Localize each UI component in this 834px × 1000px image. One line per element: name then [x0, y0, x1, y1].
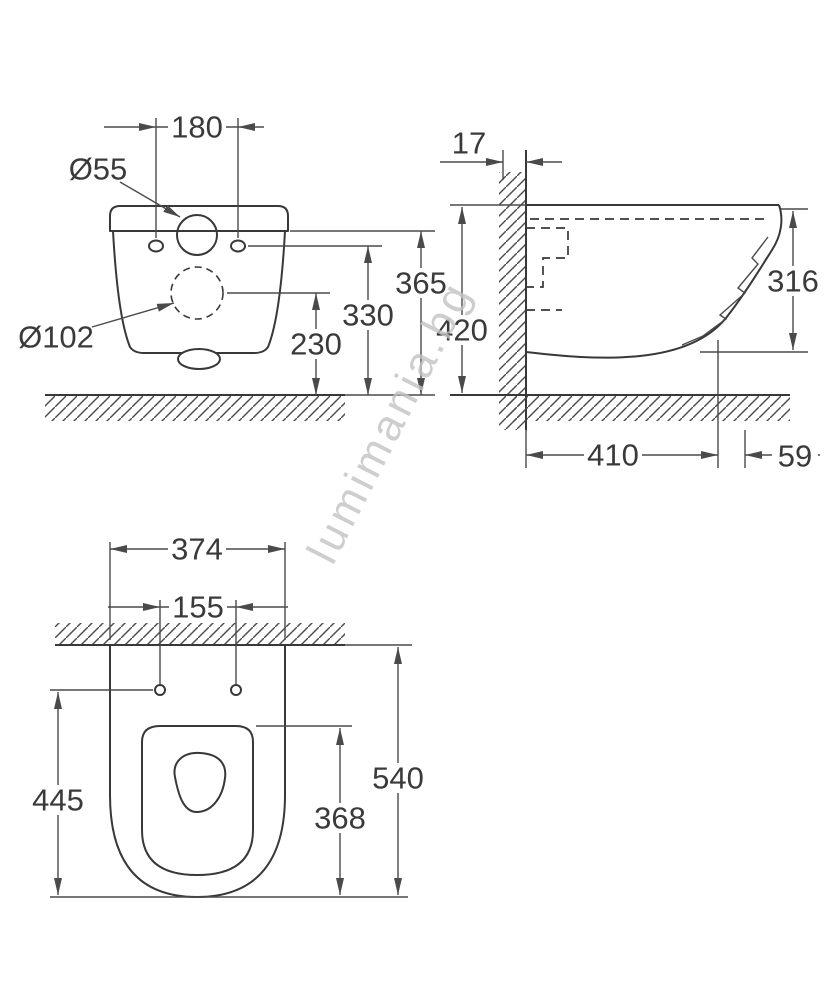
- dimension-label: 316: [767, 264, 819, 299]
- leader-line: [119, 181, 181, 218]
- dim-540-group: 540: [369, 647, 427, 895]
- sump-outline: [173, 751, 227, 814]
- dimension-label-bg: [433, 315, 491, 345]
- dim-59-group: 59: [744, 430, 820, 474]
- dimension-label: 420: [436, 313, 488, 348]
- dimension-label-bg: [169, 592, 227, 622]
- dimension-label: 368: [314, 801, 366, 836]
- dimension-label-bg: [168, 112, 226, 142]
- outlet-stub: [177, 348, 221, 370]
- fixing-hole-left: [148, 239, 164, 253]
- side-view: 17 420 316 410: [433, 126, 822, 474]
- dimension-label-bg: [29, 785, 87, 815]
- dim-316-group: 316: [700, 208, 822, 353]
- dim-155-group: 155: [108, 590, 288, 684]
- dimension-label-bg: [772, 441, 818, 471]
- wall-fixing-hole-right: [230, 684, 242, 696]
- dimension-label-bg: [764, 266, 822, 296]
- dimension-label: 230: [290, 327, 342, 362]
- dim-445-group: 445: [29, 689, 153, 895]
- front-rim-outline: [109, 205, 289, 232]
- dimension-label: 330: [342, 298, 394, 333]
- dimension-label: 180: [171, 110, 223, 145]
- dimension-label: 17: [452, 126, 486, 161]
- front-view: 180 Ø55 Ø102 230 330: [18, 110, 450, 421]
- dim-368-group: 368: [256, 725, 369, 895]
- dimension-label-bg: [339, 300, 397, 330]
- ceramic-contour-line: [681, 236, 769, 346]
- dim-420-group: 420: [433, 204, 526, 393]
- outlet-circle-hidden: [170, 266, 224, 320]
- front-body-outline: [112, 230, 286, 354]
- wall-hatch: [499, 172, 526, 430]
- inner-bowl-outline: [141, 725, 254, 876]
- ground-hatch-side: [506, 396, 790, 421]
- dimension-label: 155: [172, 590, 224, 625]
- dim-410-group: 410: [525, 340, 719, 473]
- leader-top-hole-group: Ø55: [69, 152, 181, 218]
- dim-230-group: 230: [227, 292, 345, 395]
- ground-hatch-front: [45, 396, 345, 421]
- flush-channel-hidden: [526, 227, 569, 288]
- dim-330-group: 330: [248, 245, 397, 395]
- plan-view: 374 155 445 368: [29, 532, 427, 898]
- dimension-label: 410: [587, 438, 639, 473]
- dim-17-group: 17: [440, 126, 562, 180]
- dimension-label: 445: [32, 783, 84, 818]
- dimension-label-bg: [392, 268, 450, 298]
- dimension-label-bg: [311, 803, 369, 833]
- wall-hatch-plan: [55, 623, 345, 644]
- dimension-label: 540: [372, 761, 424, 796]
- dim-374-group: 374: [109, 532, 286, 640]
- dimension-label: 374: [171, 532, 223, 567]
- fixing-hole-right: [230, 239, 246, 253]
- dimension-label-bg: [584, 440, 642, 470]
- plan-body-outline: [109, 645, 286, 898]
- leader-outlet-group: Ø102: [18, 302, 175, 355]
- dimension-label: 365: [395, 266, 447, 301]
- dimension-label-bg: [369, 763, 427, 793]
- wall-fixing-hole-left: [154, 684, 166, 696]
- diameter-label: Ø55: [69, 152, 128, 187]
- dim-365-group: 365: [290, 230, 450, 395]
- dimension-label: 59: [778, 439, 812, 474]
- leader-line: [91, 302, 175, 328]
- dimension-label-bg: [287, 329, 345, 359]
- top-hole-circle: [176, 214, 218, 256]
- dimension-label-bg: [168, 534, 226, 564]
- dim-180-group: 180: [104, 110, 264, 238]
- diameter-label: Ø102: [18, 320, 94, 355]
